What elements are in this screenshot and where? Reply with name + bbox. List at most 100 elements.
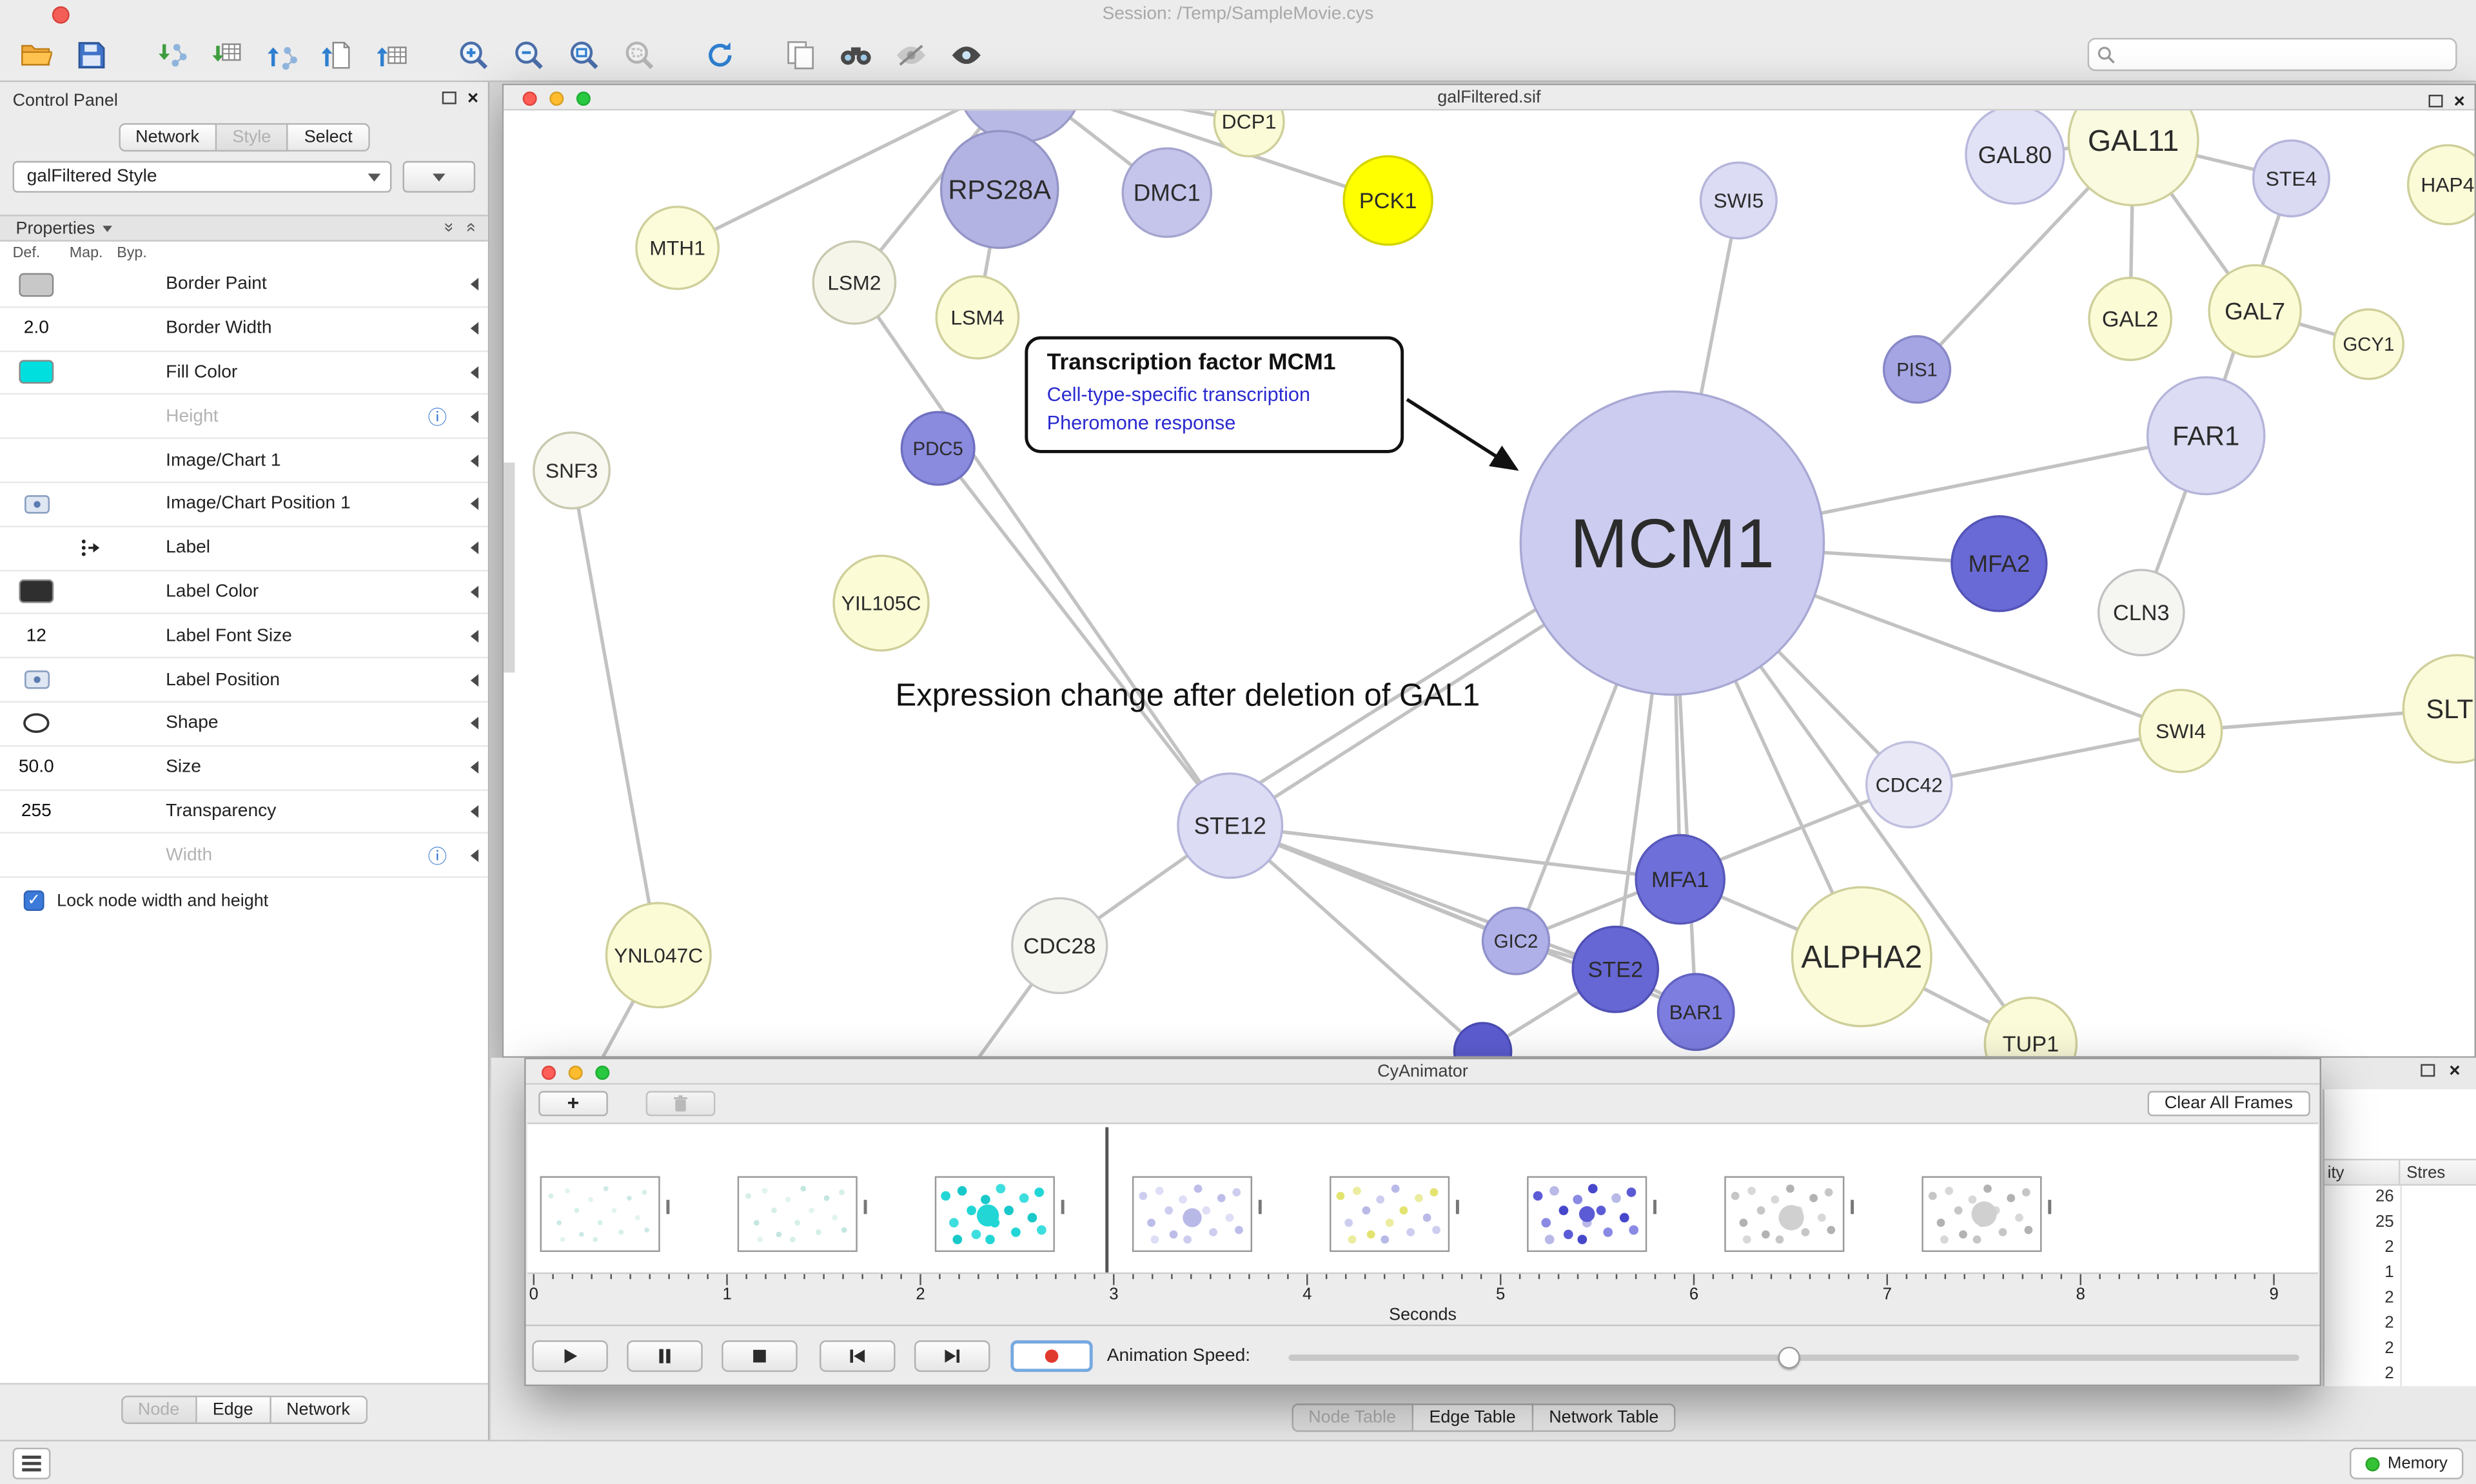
network-node-cln3[interactable] <box>2097 569 2185 657</box>
network-node-dmc1[interactable] <box>1121 147 1213 239</box>
delete-frame-button[interactable] <box>645 1091 716 1117</box>
frame-thumbnail-7[interactable] <box>1724 1176 1845 1253</box>
network-node-ynl047c[interactable] <box>605 902 712 1009</box>
bypass-cell[interactable] <box>113 703 158 745</box>
annotation-arrow[interactable] <box>1406 398 1519 471</box>
close-icon[interactable]: × <box>2453 90 2465 112</box>
bypass-cell[interactable] <box>113 571 158 613</box>
table-row[interactable]: 2 <box>2384 1313 2394 1333</box>
table-row[interactable]: 2 <box>2384 1363 2394 1383</box>
expand-row-icon[interactable] <box>470 322 479 335</box>
network-node-mfa2[interactable] <box>1950 515 2048 612</box>
frame-drag-handle[interactable] <box>1851 1200 1853 1215</box>
network-node-mcm1[interactable] <box>1519 390 1825 696</box>
tab-node[interactable]: Node <box>120 1395 197 1424</box>
property-row-label[interactable]: Label <box>0 527 488 571</box>
property-row-shape[interactable]: Shape <box>0 703 488 747</box>
pause-button[interactable] <box>627 1340 703 1372</box>
network-node-cdc28[interactable] <box>1011 897 1108 995</box>
search-input[interactable] <box>2122 43 2456 66</box>
mapping-cell[interactable] <box>66 703 113 745</box>
search-field[interactable] <box>2087 37 2457 72</box>
default-value-cell[interactable] <box>6 264 66 306</box>
clear-all-frames-button[interactable]: Clear All Frames <box>2147 1091 2310 1117</box>
property-row-image-chart-1[interactable]: Image/Chart 1 <box>0 439 488 483</box>
import-table-icon[interactable] <box>207 34 248 75</box>
mapping-cell[interactable] <box>66 659 113 701</box>
expand-row-icon[interactable] <box>470 454 479 467</box>
network-node-lsm4[interactable] <box>935 275 1020 360</box>
column-header[interactable]: ity <box>2324 1160 2401 1184</box>
property-row-image-chart-position-1[interactable]: Image/Chart Position 1 <box>0 483 488 527</box>
table-row[interactable]: 2 <box>2384 1338 2394 1358</box>
close-icon[interactable]: × <box>2449 1059 2461 1082</box>
network-node-mth1[interactable] <box>635 206 720 290</box>
network-node-gal7[interactable] <box>2208 264 2302 358</box>
network-node-gal80[interactable] <box>1965 110 2065 205</box>
network-node-far1[interactable] <box>2146 376 2266 496</box>
frame-drag-handle[interactable] <box>2048 1200 2050 1215</box>
expand-row-icon[interactable] <box>470 761 479 774</box>
default-value-cell[interactable] <box>6 483 66 525</box>
network-node-bar1[interactable] <box>1656 973 1735 1051</box>
network-node-gal2[interactable] <box>2088 277 2173 362</box>
refresh-icon[interactable] <box>700 34 741 75</box>
expand-row-icon[interactable] <box>470 805 479 818</box>
network-edge[interactable] <box>1020 110 1250 124</box>
network-node-lsm2[interactable] <box>812 240 897 325</box>
export-file-icon[interactable] <box>317 34 359 75</box>
network-node-gic2[interactable] <box>1481 906 1551 975</box>
table-row[interactable]: 25 <box>2375 1212 2394 1232</box>
network-node-unk1[interactable] <box>1453 1022 1513 1057</box>
frame-thumbnail-2[interactable] <box>737 1176 858 1253</box>
bypass-cell[interactable] <box>113 527 158 569</box>
bypass-cell[interactable] <box>113 483 158 525</box>
network-edge[interactable] <box>852 281 1232 827</box>
mapping-cell[interactable] <box>66 834 113 877</box>
network-edge[interactable] <box>936 447 1232 827</box>
network-edge[interactable] <box>1909 729 2181 786</box>
tab-network[interactable]: Network <box>270 1395 368 1424</box>
mapping-cell[interactable] <box>66 439 113 482</box>
cyanimator-titlebar[interactable]: CyAnimator <box>526 1059 2320 1085</box>
tab-network[interactable]: Network <box>118 123 217 152</box>
network-node-ste4[interactable] <box>2252 139 2330 218</box>
bypass-cell[interactable] <box>113 264 158 306</box>
default-value-cell[interactable] <box>6 527 66 569</box>
bypass-cell[interactable] <box>113 395 158 438</box>
tab-style[interactable]: Style <box>216 123 289 152</box>
bypass-cell[interactable] <box>113 790 158 833</box>
add-frame-button[interactable]: + <box>538 1091 608 1117</box>
tab-network-table[interactable]: Network Table <box>1533 1403 1676 1432</box>
minimize-traffic-light[interactable] <box>568 1066 583 1080</box>
frame-thumbnail-8[interactable] <box>1921 1176 2042 1253</box>
show-visibility-icon[interactable] <box>946 34 987 75</box>
step-forward-button[interactable] <box>914 1340 990 1372</box>
default-value-cell[interactable] <box>6 571 66 613</box>
tab-edge[interactable]: Edge <box>197 1395 271 1424</box>
style-options-dropdown[interactable] <box>402 161 476 193</box>
property-row-label-color[interactable]: Label Color <box>0 571 488 615</box>
bypass-cell[interactable] <box>113 308 158 350</box>
mapping-cell[interactable] <box>66 571 113 613</box>
lock-size-checkbox[interactable]: ✓ <box>23 890 44 912</box>
network-node-dcp1[interactable] <box>1213 110 1285 158</box>
open-icon[interactable] <box>15 34 57 75</box>
expand-row-icon[interactable] <box>470 629 479 643</box>
expand-row-icon[interactable] <box>470 717 479 730</box>
canvas-caption[interactable]: Expression change after deletion of GAL1 <box>895 679 1480 714</box>
record-button[interactable] <box>1010 1340 1093 1372</box>
frame-drag-handle[interactable] <box>666 1200 669 1215</box>
mapping-cell[interactable] <box>66 615 113 658</box>
network-edge[interactable] <box>676 110 1020 249</box>
expand-row-icon[interactable] <box>470 498 479 511</box>
frame-drag-handle[interactable] <box>1653 1200 1656 1215</box>
collapse-all-icon[interactable]: » <box>460 222 480 233</box>
network-node-yil105c[interactable] <box>832 554 930 652</box>
network-node-tup1[interactable] <box>1983 997 2078 1057</box>
window-close-button[interactable] <box>52 6 70 24</box>
network-edge[interactable] <box>569 470 660 956</box>
expand-row-icon[interactable] <box>470 278 479 291</box>
